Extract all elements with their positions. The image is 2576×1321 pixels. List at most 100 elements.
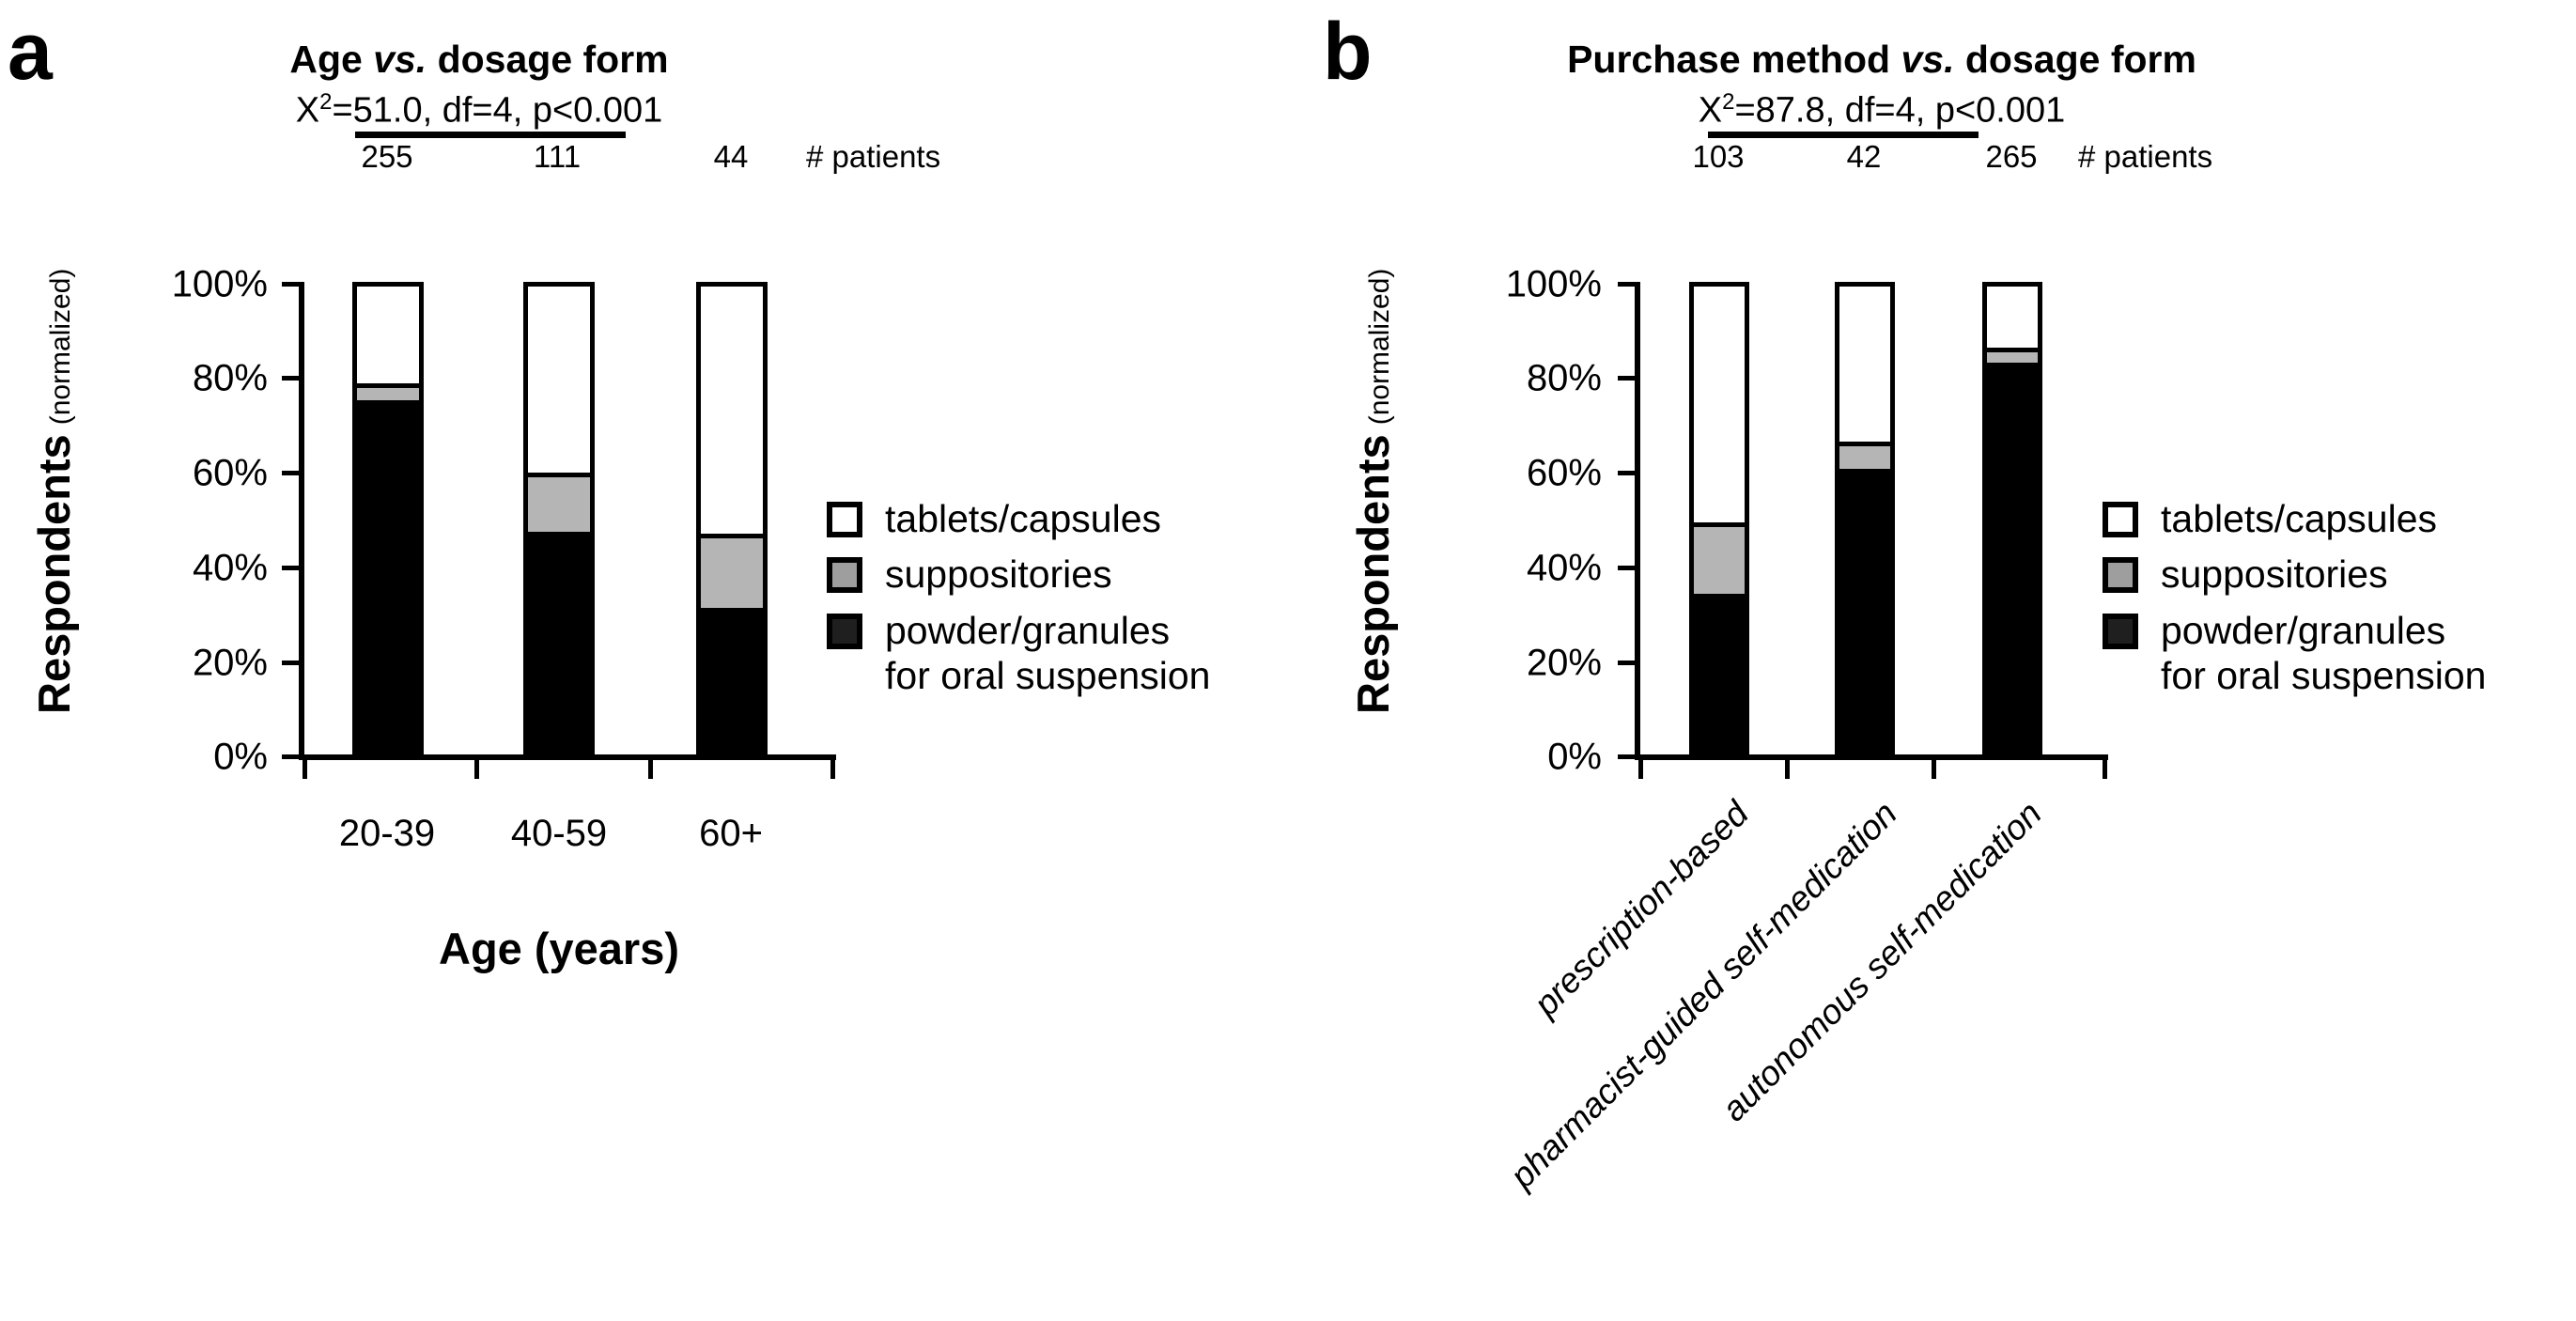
legend-label-tablets-capsules: tablets/capsules	[2161, 497, 2438, 540]
bar-segment-powder	[528, 532, 590, 750]
panel-b-xcat-0: prescription-based	[1526, 794, 1756, 1024]
panel-letter-a: a	[8, 7, 53, 97]
bar-segment-suppositories	[1987, 350, 2038, 363]
bar-divider	[701, 534, 763, 538]
bar-segment-powder	[701, 608, 763, 750]
legend-label-suppositories: suppositories	[885, 552, 1112, 597]
panel-b-xcat-2: autonomous self-medication	[1714, 794, 2049, 1129]
panel-a-xaxis-title: Age (years)	[439, 924, 679, 973]
legend-item-powder-granules: powder/granules for oral suspension	[827, 608, 1210, 699]
panel-a: a Age vs. dosage form X2=51.0, df=4, p<0…	[0, 0, 1315, 1114]
legend-swatch-black-icon	[827, 613, 862, 649]
panel-a-title: Age vs. dosage form	[169, 38, 789, 82]
panel-a-xcat-0: 20-39	[338, 813, 436, 854]
legend-label-tablets-capsules: tablets/capsules	[885, 497, 1162, 540]
panel-b-chi-symbol: X	[1698, 90, 1723, 131]
panel-b-xtick-end	[2103, 759, 2107, 779]
panel-b-bar-1	[1835, 282, 1895, 754]
panel-a-ytick-40	[282, 566, 300, 570]
panel-b-ytick-label-100: 100%	[1505, 263, 1602, 305]
panel-b-ytick-label-60: 60%	[1526, 452, 1602, 494]
panel-b-ytick-60	[1618, 471, 1636, 475]
panel-a-count-2: 44	[713, 139, 749, 174]
panel-b-patients-note: # patients	[2078, 139, 2213, 174]
bar-divider	[1694, 522, 1745, 527]
panel-a-ytick-label-80: 80%	[192, 357, 268, 399]
bar-segment-suppositories	[1839, 444, 1890, 469]
panel-a-bar-1	[523, 282, 595, 754]
panel-b-bar-2	[1982, 282, 2042, 754]
legend-item-powder-granules: powder/granules for oral suspension	[2103, 608, 2486, 699]
panel-b-statistic-underline	[1708, 132, 1979, 138]
panel-b-ytick-label-20: 20%	[1526, 642, 1602, 684]
panel-a-ytick-0	[282, 754, 300, 759]
panel-b-legend: tablets/capsules suppositories powder/gr…	[2103, 496, 2486, 709]
panel-b-ytick-100	[1618, 282, 1636, 287]
panel-b-ylabel-sub: (normalized)	[1364, 268, 1395, 426]
legend-swatch-white-icon	[2103, 502, 2138, 537]
legend-swatch-gray-icon	[827, 557, 862, 594]
panel-b-ytick-40	[1618, 566, 1636, 570]
panel-a-ytick-60	[282, 471, 300, 475]
panel-a-ytick-label-60: 60%	[192, 452, 268, 494]
bar-divider	[528, 473, 590, 477]
panel-b-title-suffix: dosage form	[1954, 38, 2196, 81]
legend-swatch-white-icon	[827, 502, 862, 537]
panel-a-ylabel-sub: (normalized)	[45, 268, 76, 426]
bar-segment-tablets	[1987, 287, 2038, 350]
bar-divider	[1839, 442, 1890, 446]
panel-a-ytick-100	[282, 282, 300, 287]
legend-swatch-black-icon	[2103, 613, 2138, 649]
bar-divider	[1987, 348, 2038, 352]
panel-a-chi-symbol: X	[295, 90, 320, 131]
panel-a-xtick-2	[648, 759, 653, 779]
panel-a-statistic: X2=51.0, df=4, p<0.001	[169, 89, 789, 132]
bar-segment-powder	[1694, 594, 1745, 750]
panel-a-count-0: 255	[361, 139, 413, 174]
bar-segment-powder	[1987, 363, 2038, 750]
panel-a-xtick-start	[303, 759, 307, 779]
panel-b-title: Purchase method vs. dosage form	[1435, 38, 2328, 82]
panel-a-ytick-80	[282, 376, 300, 381]
panel-a-legend: tablets/capsules suppositories powder/gr…	[827, 496, 1210, 709]
panel-a-bar-2	[696, 282, 768, 754]
panel-a-stat-text: =51.0, df=4, p<0.001	[332, 90, 663, 131]
legend-swatch-gray-icon	[2103, 557, 2138, 594]
bar-segment-tablets	[1839, 287, 1890, 444]
panel-a-ylabel: Respondents (normalized)	[28, 269, 80, 714]
panel-a-xtick-end	[830, 759, 835, 779]
panel-a-ytick-label-40: 40%	[192, 547, 268, 589]
legend-label-powder-granules: powder/granules for oral suspension	[885, 608, 1211, 698]
panel-a-title-italic: vs.	[373, 38, 427, 81]
legend-label-suppositories: suppositories	[2161, 552, 2388, 597]
bar-segment-powder	[1839, 469, 1890, 750]
panel-b-x-axis	[1635, 754, 2108, 760]
panel-b-xtick-2	[1932, 759, 1936, 779]
panel-a-chi-exponent: 2	[319, 89, 333, 115]
bar-segment-tablets	[701, 287, 763, 536]
legend-item-suppositories: suppositories	[827, 552, 1210, 597]
panel-a-ylabel-main: Respondents	[29, 434, 79, 714]
panel-a-xtick-1	[474, 759, 479, 779]
panel-a-ytick-label-20: 20%	[192, 642, 268, 684]
panel-b-y-axis	[1635, 282, 1640, 759]
panel-b-statistic: X2=87.8, df=4, p<0.001	[1435, 89, 2328, 132]
panel-b-ytick-0	[1618, 754, 1636, 759]
panel-a-bar-0	[352, 282, 424, 754]
panel-b-title-italic: vs.	[1901, 38, 1955, 81]
legend-item-tablets-capsules: tablets/capsules	[2103, 496, 2486, 541]
panel-a-statistic-underline	[355, 132, 626, 138]
panel-b-xtick-1	[1785, 759, 1790, 779]
panel-b-count-1: 42	[1846, 139, 1882, 174]
panel-b-ylabel: Respondents (normalized)	[1347, 269, 1399, 714]
legend-item-suppositories: suppositories	[2103, 552, 2486, 597]
panel-a-xcat-2: 60+	[699, 813, 763, 854]
bar-divider	[357, 383, 419, 388]
panel-b-ytick-label-40: 40%	[1526, 547, 1602, 589]
bar-segment-suppositories	[1694, 525, 1745, 594]
bar-segment-powder	[357, 400, 419, 750]
panel-a-xcat-1: 40-59	[510, 813, 608, 854]
legend-item-tablets-capsules: tablets/capsules	[827, 496, 1210, 541]
panel-a-patients-note: # patients	[806, 139, 941, 174]
panel-b-bar-0	[1689, 282, 1749, 754]
